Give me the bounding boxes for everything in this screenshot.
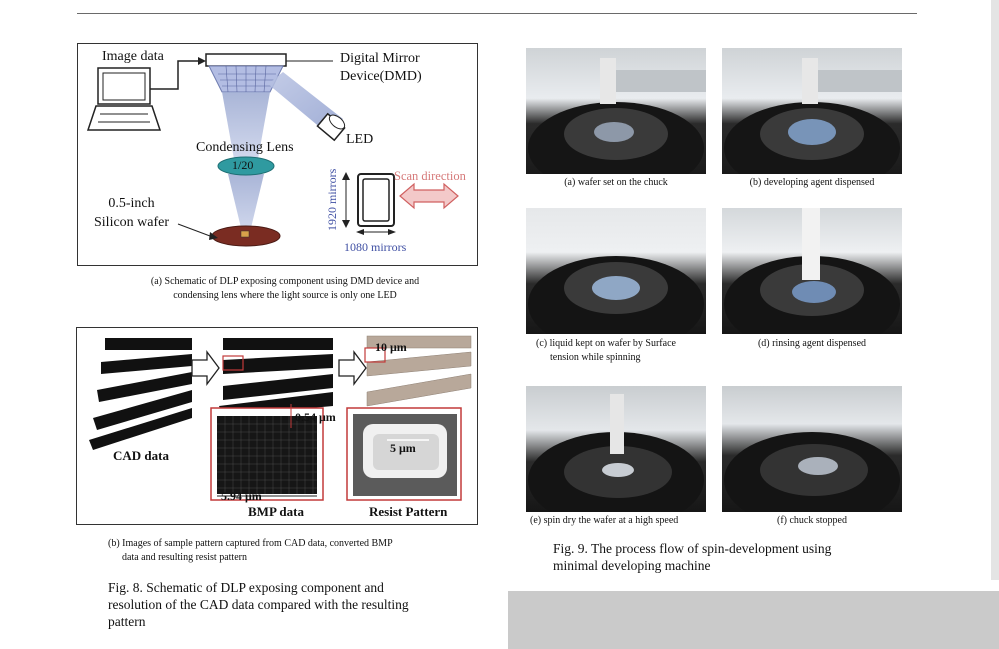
fig8b-caption: (b) Images of sample pattern captured fr…: [108, 537, 478, 565]
dim-10um-label: 10 μm: [375, 340, 407, 354]
fig8-title-line2: resolution of the CAD data compared with…: [108, 597, 409, 612]
photo-wafer-set-drawing: [528, 58, 706, 174]
cad-data-label: CAD data: [113, 448, 169, 463]
photo-developing-agent-drawing: [724, 58, 902, 174]
condensing-lens-label: Condensing Lens: [196, 140, 294, 155]
photo-chuck-stopped-drawing: [724, 432, 900, 512]
caption-photo-c: (c) liquid kept on wafer by Surface tens…: [536, 337, 716, 365]
fig9-title: Fig. 9. The process flow of spin-develop…: [553, 540, 933, 574]
mirrors-horizontal-label: 1080 mirrors: [344, 240, 407, 254]
bmp-zoom-box: [210, 404, 324, 501]
caption-photo-d: (d) rinsing agent dispensed: [757, 338, 867, 349]
fig8-title-line1: Fig. 8. Schematic of DLP exposing compon…: [108, 580, 384, 595]
dmd-label: Digital Mirror Device(DMD): [340, 50, 422, 86]
fig8a-caption: (a) Schematic of DLP exposing component …: [100, 275, 470, 303]
arrow-cad-to-bmp: [191, 350, 220, 386]
pattern-comparison-figure: CAD data BMP data Resist Pattern 10 μm 0…: [76, 327, 478, 525]
dmd-device: [205, 53, 287, 93]
bmp-pattern: [219, 338, 333, 416]
photo-wafer-set: [526, 48, 706, 174]
led-icon: [316, 112, 346, 142]
pattern-comparison-svg: [89, 335, 472, 501]
resist-pattern: [366, 335, 472, 407]
led-label: LED: [346, 132, 374, 147]
photo-rinsing-agent-drawing: [724, 208, 900, 334]
photo-liquid-kept: [526, 208, 706, 334]
cad-pattern: [89, 338, 192, 450]
wafer-label-line1: 0.5-inch: [108, 196, 155, 211]
scan-direction-label: Scan direction: [394, 169, 466, 183]
caption-photo-a: (a) wafer set on the chuck: [564, 177, 668, 188]
photo-liquid-kept-drawing: [528, 256, 704, 334]
fig8a-caption-line1: (a) Schematic of DLP exposing component …: [150, 276, 420, 287]
dmd-label-line1: Digital Mirror: [340, 51, 420, 66]
photo-rinsing-agent: [722, 208, 902, 334]
dlp-schematic-figure: Image data Digital Mirror Device(DMD) LE…: [77, 43, 478, 266]
arrow-bmp-to-resist: [338, 350, 367, 386]
fig8-title-line3: pattern: [108, 614, 146, 629]
fig8b-caption-line1: (b) Images of sample pattern captured fr…: [108, 538, 393, 549]
dim-054um-label: 0.54 μm: [295, 410, 336, 424]
wafer-label: 0.5-inch Silicon wafer: [94, 194, 169, 232]
fig9-title-line1: Fig. 9. The process flow of spin-develop…: [553, 541, 832, 556]
fig9-title-line2: minimal developing machine: [553, 558, 711, 573]
bmp-data-label: BMP data: [248, 504, 304, 519]
scrollbar[interactable]: [991, 0, 999, 580]
lens-ratio-label: 1/20: [232, 158, 254, 172]
caption-photo-c-line2: tension while spinning: [550, 352, 641, 363]
photo-chuck-stopped: [722, 386, 902, 512]
dim-5um-label: 5 μm: [390, 441, 416, 455]
wafer-label-line2: Silicon wafer: [94, 215, 170, 230]
fig8b-caption-line2: data and resulting resist pattern: [122, 552, 247, 563]
caption-photo-c-line1: (c) liquid kept on wafer by Surface: [536, 338, 676, 349]
caption-photo-f: (f) chuck stopped: [777, 515, 847, 526]
image-data-label: Image data: [102, 49, 164, 64]
resist-sem-image: [346, 407, 462, 501]
condensing-lens: [217, 156, 275, 176]
dim-594um-label: 5.94 μm: [221, 489, 262, 503]
dmd-chip-icon: [357, 173, 395, 227]
resist-pattern-label: Resist Pattern: [369, 504, 448, 519]
photo-developing-agent: [722, 48, 902, 174]
top-rule: [77, 13, 917, 14]
fig8a-caption-line2: condensing lens where the light source i…: [173, 290, 397, 301]
photo-spin-dry: [526, 386, 706, 512]
silicon-wafer: [211, 225, 281, 247]
caption-photo-e: (e) spin dry the wafer at a high speed: [530, 515, 679, 526]
caption-photo-b: (b) developing agent dispensed: [749, 177, 875, 188]
photo-spin-dry-drawing: [528, 394, 704, 512]
fig8-title: Fig. 8. Schematic of DLP exposing compon…: [108, 579, 453, 630]
scan-direction-arrow: [399, 182, 459, 210]
mirrors-vertical-label: 1920 mirrors: [325, 168, 339, 231]
gray-panel: [508, 591, 999, 649]
dlp-schematic-svg: [86, 53, 459, 247]
dmd-label-line2: Device(DMD): [340, 69, 422, 84]
laptop-icon: [86, 67, 162, 131]
